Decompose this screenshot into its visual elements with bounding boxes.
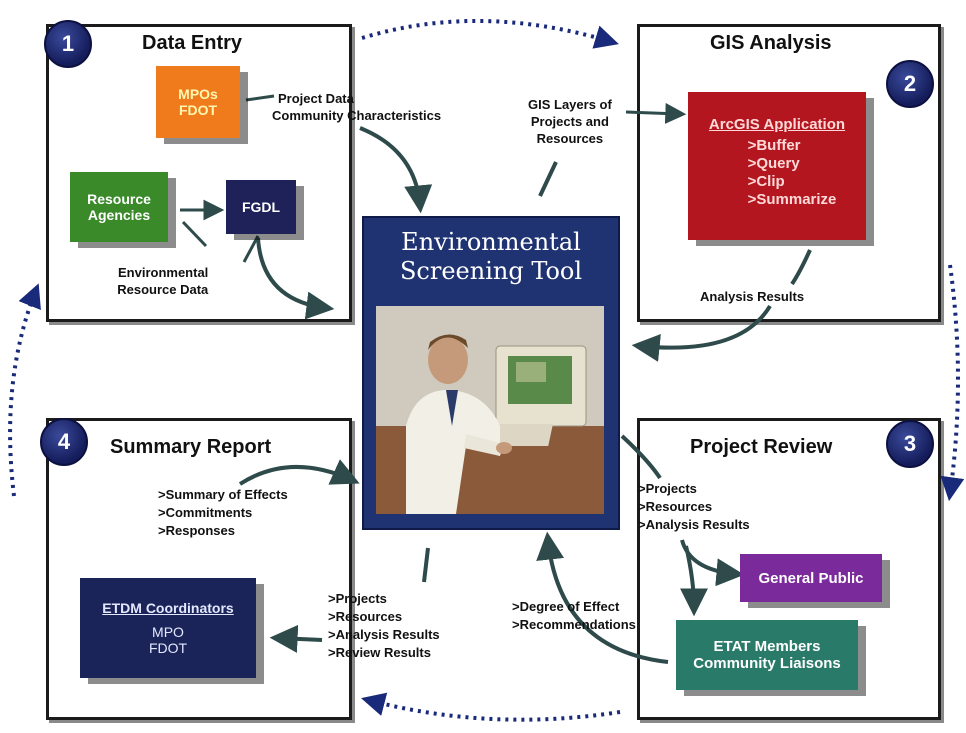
project-review-title: Project Review — [690, 436, 833, 458]
arrow-results-to-etdm — [269, 624, 323, 653]
arrow-to-general-public — [680, 539, 745, 587]
arrow-effects-to-tool — [238, 459, 360, 486]
cycle-arrow-left — [8, 283, 41, 497]
line-resource-to-envlabel — [181, 220, 208, 248]
tool-photo — [376, 306, 604, 514]
person-at-computer-illustration — [376, 306, 604, 514]
mpos-fdot-box: MPOs FDOT — [156, 66, 240, 138]
arcgis-application-box: ArcGIS Application >Buffer >Query >Clip … — [688, 92, 866, 240]
degree-of-effect-list: >Degree of Effect >Recommendations — [512, 599, 636, 632]
arcgis-functions-list: >Buffer >Query >Clip >Summarize — [747, 137, 837, 208]
fdot-label: FDOT — [178, 102, 218, 118]
step-badge-3: 3 — [886, 420, 934, 468]
arrow-fgdl-to-tool — [256, 237, 335, 320]
resource-agencies-box: Resource Agencies — [70, 172, 168, 242]
results-outputs-list: >Projects >Resources >Analysis Results >… — [328, 591, 440, 660]
line-tool-to-gislayers — [538, 161, 558, 197]
summary-report-title: Summary Report — [110, 436, 272, 458]
arrow-etat-to-tool — [536, 531, 669, 664]
summary-effects-list: >Summary of Effects >Commitments >Respon… — [158, 487, 288, 538]
arrow-results-to-tool — [631, 304, 772, 362]
tool-title: Environmental Screening Tool — [399, 228, 583, 285]
arrow-mpos-to-label — [245, 94, 275, 102]
line-tool-to-results-list — [422, 547, 430, 583]
data-entry-title: Data Entry — [142, 32, 243, 54]
line-tool-to-review — [620, 434, 662, 480]
environmental-screening-tool: Environmental Screening Tool — [362, 216, 620, 530]
line-arcgis-to-results — [790, 249, 812, 286]
arrow-projectdata-to-tool — [359, 126, 433, 214]
general-public-box: General Public — [740, 554, 882, 602]
step-badge-4: 4 — [40, 418, 88, 466]
review-inputs-list: >Projects >Resources >Analysis Results — [638, 481, 750, 532]
environmental-resource-data-label: Environmental Resource Data — [117, 265, 209, 297]
arrow-gislayers-to-arcgis — [625, 102, 687, 124]
mpos-label: MPOs — [178, 86, 218, 102]
project-data-label: Project Data Community Characteristics — [272, 91, 442, 123]
cycle-arrow-bottom — [361, 692, 621, 722]
gis-layers-label: GIS Layers of Projects and Resources — [528, 97, 612, 146]
step-badge-2: 2 — [886, 60, 934, 108]
cycle-arrow-top — [361, 18, 619, 49]
etat-members-box: ETAT Members Community Liaisons — [676, 620, 858, 690]
arrow-to-etat — [679, 545, 708, 617]
fgdl-box: FGDL — [226, 180, 296, 234]
analysis-results-label: Analysis Results — [700, 289, 805, 304]
step-badge-1: 1 — [44, 20, 92, 68]
cycle-arrow-right — [940, 264, 965, 502]
etdm-coordinators-box: ETDM Coordinators MPO FDOT — [80, 578, 256, 678]
line-fgdl-to-envlabel — [242, 235, 260, 263]
arcgis-title: ArcGIS Application — [708, 116, 846, 133]
gis-analysis-title: GIS Analysis — [710, 32, 832, 54]
